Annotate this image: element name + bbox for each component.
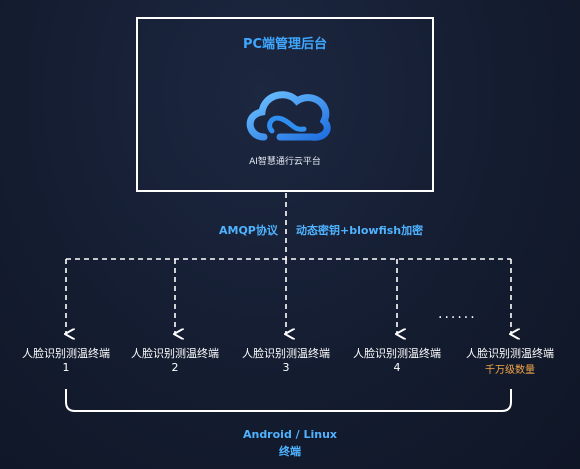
terminal-label-1: 人脸识别测温终端: [22, 347, 110, 360]
bottom-bracket: [65, 389, 512, 412]
terminal-number-2: 2: [171, 361, 179, 374]
admin-backend-title: PC端管理后台: [242, 37, 328, 52]
admin-backend-box: PC端管理后台 AI智慧通行云平台: [136, 17, 434, 192]
terminal-label-2: 人脸识别测温终端: [131, 347, 219, 360]
encryption-label: 动态密钥+blowfish加密: [296, 224, 424, 237]
terminal-label-3: 人脸识别测温终端: [242, 347, 330, 360]
terminal-number-1: 1: [62, 361, 70, 374]
platform-os-label: Android / Linux: [242, 428, 338, 441]
protocol-label: AMQP协议: [219, 224, 278, 237]
cloud-icon: [246, 91, 331, 141]
platform-caption: AI智慧通行云平台: [249, 157, 321, 167]
terminal-label-4: 人脸识别测温终端: [353, 347, 441, 360]
terminal-number-4: 4: [393, 361, 401, 374]
ellipsis: ......: [438, 306, 477, 322]
terminal-label-5: 人脸识别测温终端: [466, 347, 554, 360]
terminal-number-3: 3: [282, 361, 290, 374]
terminal-group-label: 终端: [279, 445, 301, 458]
terminal-count-label: 千万级数量: [485, 365, 535, 376]
